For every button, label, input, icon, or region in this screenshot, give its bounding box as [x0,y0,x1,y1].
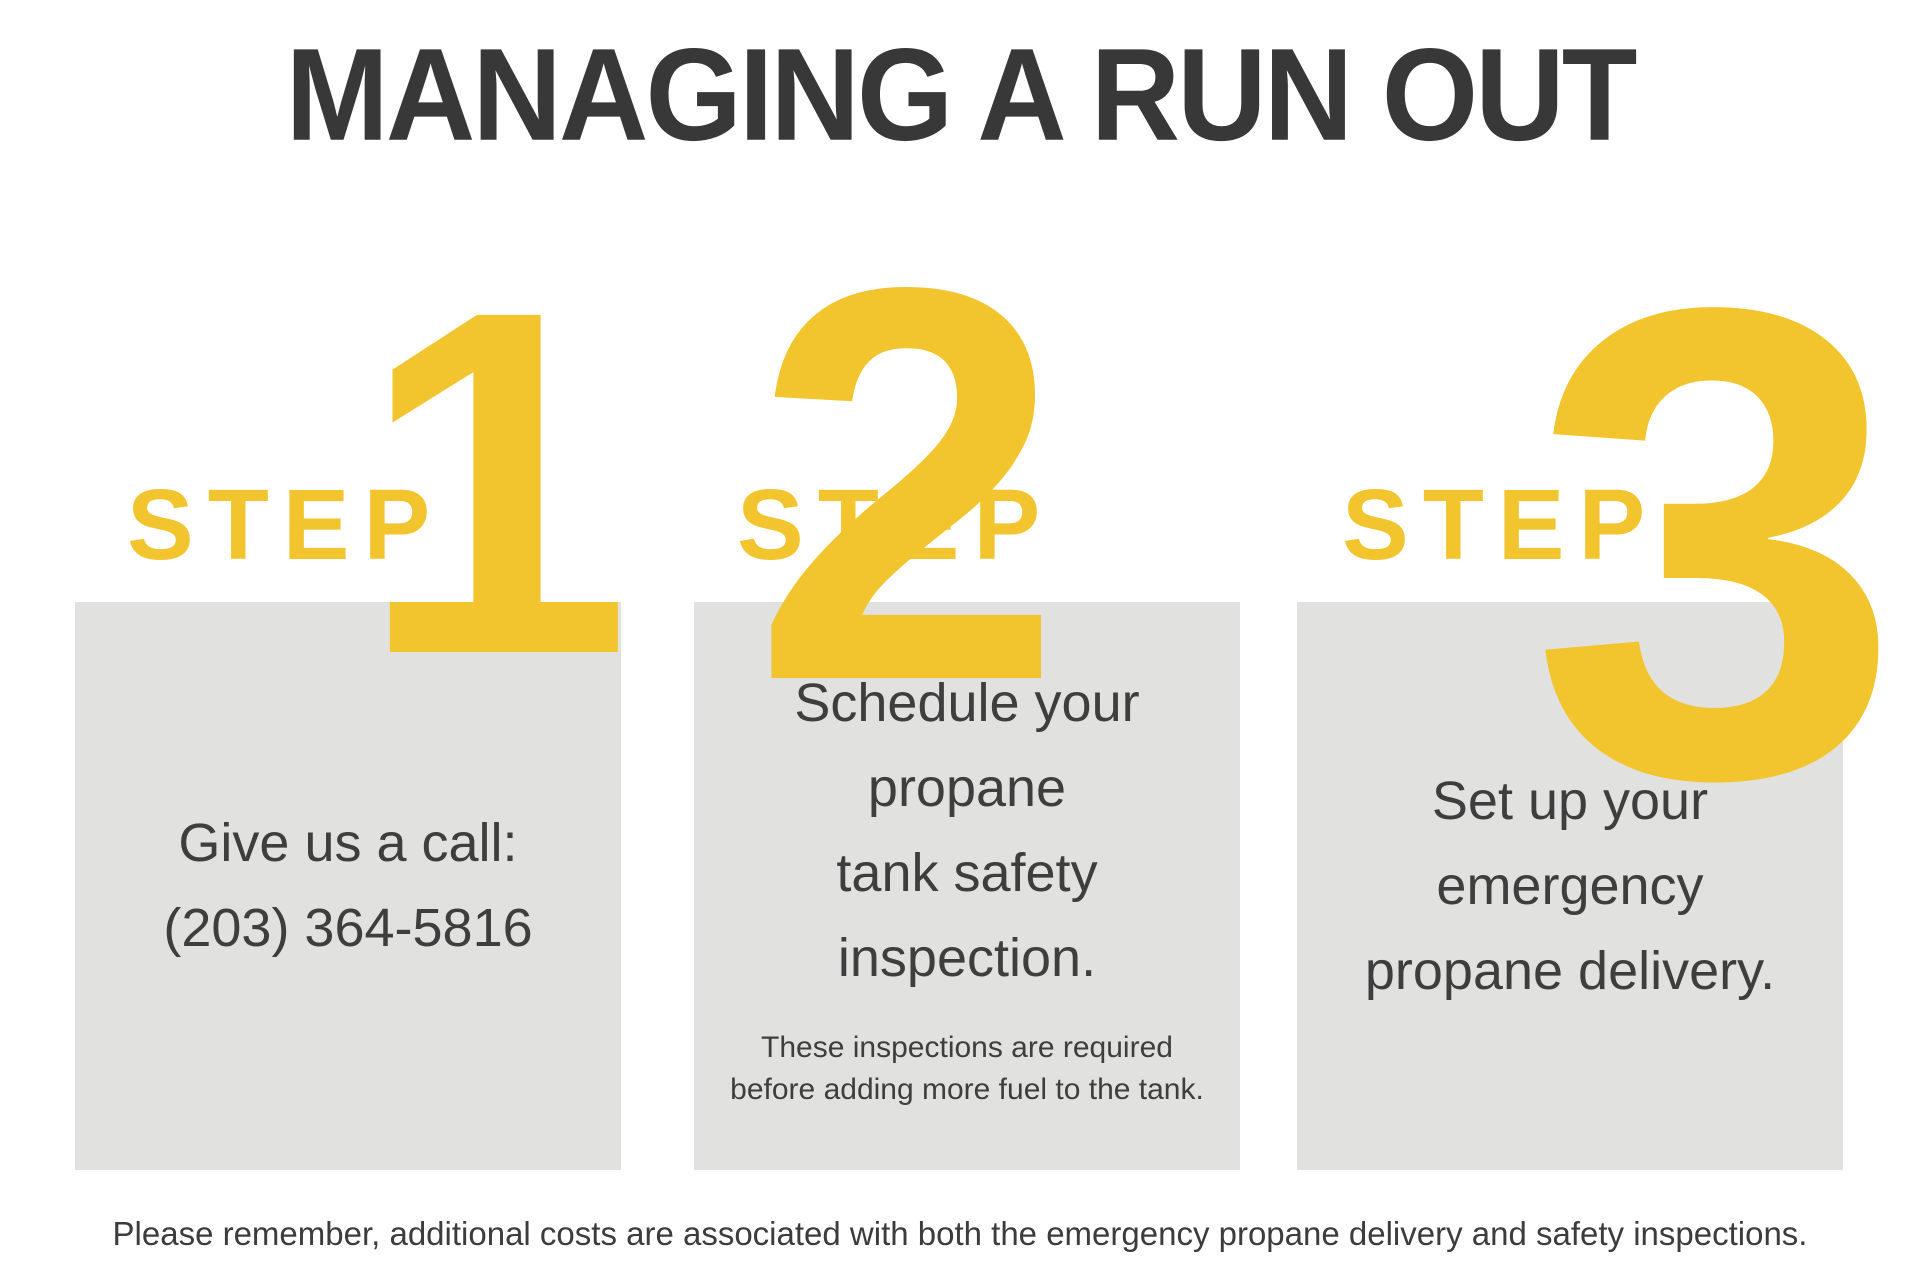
step-3-number: 3 [1530,168,1903,917]
step-2-note-line: These inspections are required [761,1031,1173,1064]
step-2-text-line: tank safety [836,843,1098,903]
step-2-text-line: inspection. [837,928,1097,988]
step-1-text-line: Give us a call: [178,813,518,873]
step-2-note-line: before adding more fuel to the tank. [730,1073,1204,1106]
step-2-panel: Schedule your propane tank safety inspec… [694,602,1240,1170]
step-2-text-line: propane [867,758,1067,818]
step-3-label: STEP [1342,469,1660,581]
step-2-text-line: Schedule your [794,673,1140,733]
step-3-text-line: propane delivery. [1364,940,1776,1001]
step-1-panel: Give us a call: (203) 364-5816 [75,602,621,1170]
step-1-number: 1 [359,208,632,756]
step-2-number: 2 [752,171,1064,797]
step-1-label: STEP [127,469,445,581]
step-2-notes: These inspections are required before ad… [730,1027,1204,1111]
step-3-text-line: Set up your [1431,770,1709,831]
step-1-phone-number: (203) 364-5816 [163,898,533,958]
step-2-label: STEP [737,469,1055,581]
footer-note: Please remember, additional costs are as… [112,1215,1808,1252]
page-title: MANAGING A RUN OUT [285,22,1638,169]
step-3-panel: Set up your emergency propane delivery. [1297,602,1843,1170]
step-3-text-line: emergency [1436,855,1704,916]
